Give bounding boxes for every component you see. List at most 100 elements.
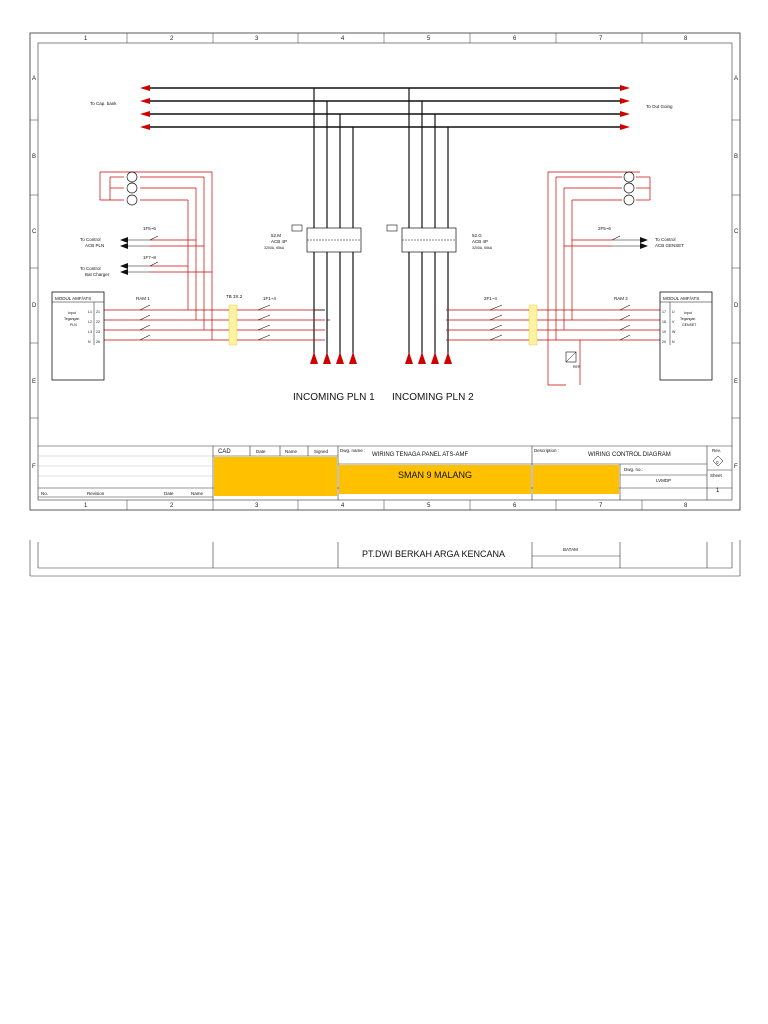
fuse-right-3: 2F1~4	[484, 296, 497, 301]
grid-col-label: 4	[341, 503, 345, 509]
svg-text:Tegangan: Tegangan	[64, 317, 79, 321]
to-cap-bank-label: To Cap. bank	[90, 101, 117, 106]
feeder-lines	[313, 88, 449, 360]
fuse-left-2: 1F7~8	[143, 255, 156, 260]
acb-right-line1: 52.G	[472, 233, 482, 238]
tb-date-h: Date	[256, 449, 266, 454]
acb-right-line2: ACB 4P	[472, 239, 488, 244]
svg-text:N: N	[88, 340, 91, 344]
left-switches	[128, 235, 159, 273]
tb-rev-label: Rev.	[712, 448, 721, 453]
tb-rev-value: 0	[716, 460, 719, 465]
grid-row-label: B	[734, 154, 738, 160]
right-fuse-switches	[489, 304, 631, 341]
tb-revision-h: Revision	[87, 491, 105, 496]
svg-text:21: 21	[96, 310, 100, 314]
tb-dwg-no-label: Dwg. no.:	[624, 467, 643, 472]
grid-col-label: 1	[84, 503, 88, 509]
to-control-acb-genset-1: To Control	[655, 237, 676, 242]
svg-text:Input: Input	[68, 311, 76, 315]
tb-description-label: Description :	[534, 448, 559, 453]
svg-text:U: U	[672, 310, 675, 314]
right-switches	[611, 235, 640, 247]
tb-city: BATAM	[563, 547, 578, 552]
terminal-block-left	[228, 304, 238, 346]
modul-left: MODUL AMF/ATS Input Tegangan PLN L1 L2 L…	[51, 291, 105, 381]
tb-sheet-label: Sheet	[710, 473, 723, 478]
inner-frame	[37, 42, 733, 501]
svg-text:19: 19	[662, 330, 666, 334]
lower-strip	[29, 540, 741, 577]
svg-text:L2: L2	[88, 320, 92, 324]
svg-text:18: 18	[662, 320, 666, 324]
svg-text:W: W	[672, 330, 676, 334]
tb-no-h: No.	[41, 491, 48, 496]
svg-text:L1: L1	[88, 310, 92, 314]
svg-text:26: 26	[96, 340, 100, 344]
grid-col-label: 3	[255, 503, 259, 509]
tb-name-h: Name	[285, 449, 298, 454]
grid-col-label: 6	[513, 36, 517, 42]
highlight-cad	[214, 457, 337, 496]
ram-left-label: RAM 1	[136, 296, 150, 301]
to-out-going-label: To Out Going	[646, 104, 673, 109]
to-control-bat-1: To Control	[80, 266, 101, 271]
grid-row-label: A	[734, 76, 738, 82]
grid-col-label: 3	[255, 36, 259, 42]
grid-col-label: 8	[684, 36, 688, 42]
svg-text:PLN: PLN	[70, 323, 77, 327]
grid-col-label: 7	[599, 503, 603, 509]
svg-text:23: 23	[96, 330, 100, 334]
busbars	[145, 87, 625, 128]
fuse-left-3: 1F1~4	[263, 296, 276, 301]
acb-left-line2: ACB 4P	[271, 239, 287, 244]
right-control-arrows	[640, 237, 648, 249]
tb-description: WIRING CONTROL DIAGRAM	[588, 452, 671, 458]
svg-text:GENSET: GENSET	[682, 323, 697, 327]
tb-date2-h: Date	[164, 491, 174, 496]
grid-ticks	[30, 33, 740, 510]
acb-left-line3: 3200A, 65kA	[264, 246, 285, 250]
tb-sheet-value: 1	[716, 488, 720, 494]
to-control-acb-genset-2: ACB GENSET	[655, 243, 684, 248]
incoming-arrows	[310, 352, 452, 364]
grid-col-label: 5	[427, 503, 431, 509]
acb-right-line3: 3200A, 65kA	[472, 246, 493, 250]
svg-text:Input: Input	[684, 311, 692, 315]
grid-row-label: C	[32, 229, 37, 235]
acb-left: 52.M ACB 4P 3200A, 65kA	[264, 224, 362, 253]
svg-text:Tegangan: Tegangan	[680, 317, 695, 321]
svg-text:N: N	[672, 340, 675, 344]
tb-dwg-name-label: Dwg. name :	[340, 448, 365, 453]
svg-text:22: 22	[96, 320, 100, 324]
to-control-acb-pln-1: To Control	[80, 237, 101, 242]
grid-row-label: D	[32, 303, 37, 309]
rer-relay: RER	[565, 351, 581, 369]
grid-row-label: E	[734, 379, 738, 385]
outer-frame	[29, 32, 741, 511]
grid-row-label: E	[32, 379, 36, 385]
to-control-bat-2: Bat Charger	[85, 272, 110, 277]
fuse-right-1: 2F5~6	[598, 226, 611, 231]
tb-dwg-no: LVMDP	[656, 478, 671, 483]
highlight-desc	[533, 465, 619, 494]
svg-text:17: 17	[662, 310, 666, 314]
left-ct-coils	[126, 171, 138, 206]
svg-text:L3: L3	[88, 330, 92, 334]
right-ct-coils	[623, 171, 635, 206]
terminal-block-right	[528, 304, 538, 346]
left-control-arrows	[120, 237, 128, 275]
grid-row-label: A	[32, 76, 36, 82]
grid-row-label: F	[734, 464, 738, 470]
to-control-acb-pln-2: ACB PLN	[85, 243, 104, 248]
tb-cad: CAD	[218, 449, 231, 455]
grid-col-label: 2	[170, 36, 174, 42]
modul-right: MODUL AMF/ATS Input Tegangan GENSET 17 1…	[659, 291, 713, 381]
incoming-pln-1-label: INCOMING PLN 1	[293, 392, 375, 403]
right-control-wiring	[446, 171, 662, 386]
incoming-pln-2-label: INCOMING PLN 2	[392, 392, 474, 403]
acb-right: 52.G ACB 4P 3200A, 65kA	[386, 224, 493, 253]
grid-col-label: 1	[84, 36, 88, 42]
